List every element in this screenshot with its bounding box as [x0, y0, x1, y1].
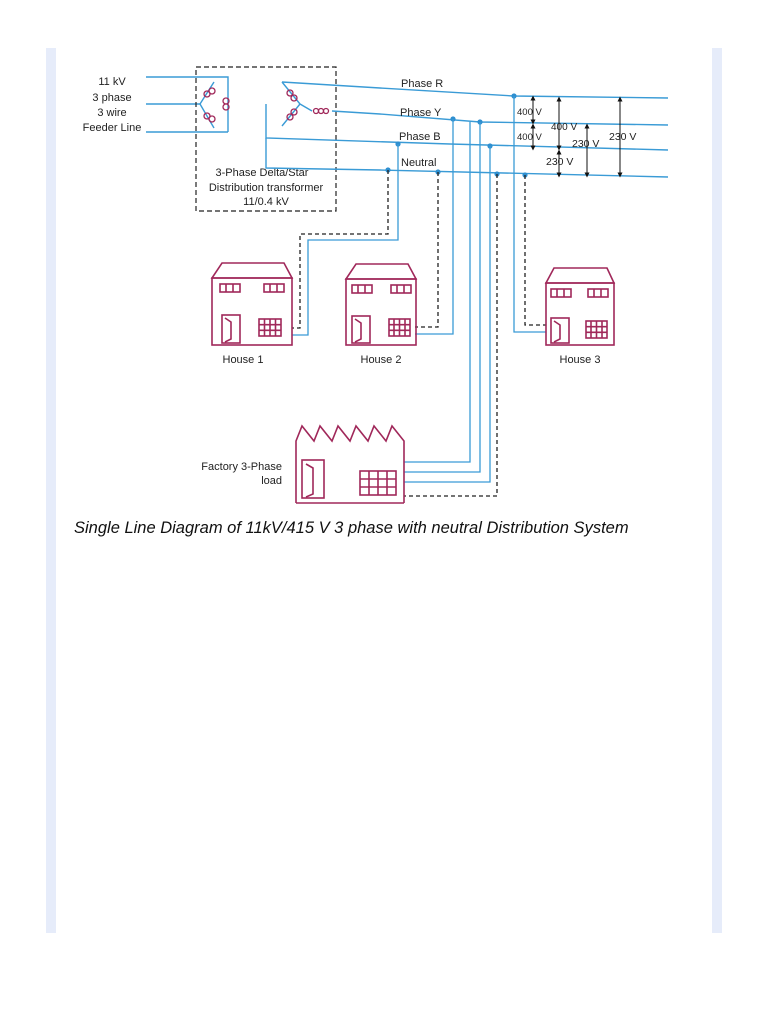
feeder-label: 11 kV 3 phase 3 wire Feeder Line [83, 76, 142, 134]
factory-label-line2: load [261, 475, 282, 487]
phase-b-line [265, 104, 669, 151]
feeder-voltage: 11 kV [98, 76, 126, 88]
house-2-icon [344, 263, 418, 346]
house-2-label: House 2 [361, 354, 402, 366]
feeder-wire: 3 wire [97, 107, 126, 119]
phase-r-line [281, 81, 669, 99]
house-1-icon [210, 262, 294, 346]
transformer-label: 3-Phase Delta/Star Distribution transfor… [209, 167, 324, 208]
transformer-name: Distribution transformer [209, 182, 324, 194]
factory-icon [295, 424, 405, 504]
delta-winding [203, 87, 230, 123]
neutral-label: Neutral [401, 157, 436, 169]
factory-label-line1: Factory 3-Phase [201, 461, 282, 473]
phase-y-line [331, 110, 669, 126]
figure-caption: Single Line Diagram of 11kV/415 V 3 phas… [74, 519, 629, 537]
right-margin-bar [712, 48, 722, 933]
drop-wires [292, 96, 546, 497]
voltage-r-neutral: 230 V [609, 131, 636, 143]
feeder-wires [146, 76, 229, 133]
distribution-diagram: 11 kV 3 phase 3 wire Feeder Line 3- [83, 66, 669, 504]
bus-lines [265, 81, 669, 178]
transformer-type: 3-Phase Delta/Star [216, 167, 309, 179]
voltage-rb: 400 V [551, 122, 577, 133]
house-3-label: House 3 [560, 354, 601, 366]
voltage-y-neutral: 230 V [572, 138, 599, 150]
voltage-b-neutral: 230 V [546, 156, 573, 168]
left-margin-bar [46, 48, 56, 933]
feeder-line: Feeder Line [83, 122, 142, 134]
transformer-box [195, 66, 337, 212]
house-1-label: House 1 [223, 354, 264, 366]
phase-b-label: Phase B [399, 131, 441, 143]
phase-y-label: Phase Y [400, 107, 442, 119]
feeder-phase: 3 phase [92, 92, 131, 104]
voltage-arrows [530, 95, 623, 178]
star-winding [281, 81, 330, 127]
transformer-ratio: 11/0.4 kV [243, 196, 289, 208]
house-3-icon [544, 267, 616, 346]
voltage-yb: 400 V [517, 132, 542, 143]
phase-r-label: Phase R [401, 78, 443, 90]
voltage-ry: 400 V [517, 107, 542, 118]
